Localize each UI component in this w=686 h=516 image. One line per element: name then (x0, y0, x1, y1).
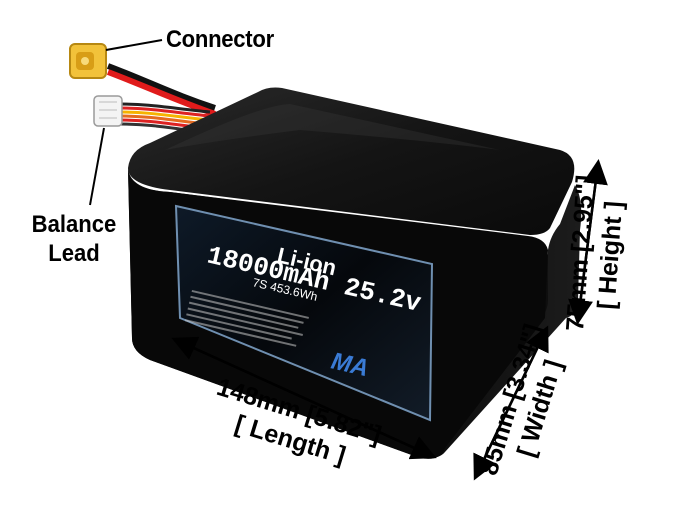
connector-callout-line (105, 39, 163, 51)
balance-lead-line-1: Balance (31, 211, 117, 238)
wire-bundle (106, 63, 216, 134)
xt-connector (69, 43, 107, 79)
balance-plug (93, 95, 123, 127)
connector-label: Connector (166, 26, 274, 53)
balance-callout-line (89, 127, 105, 206)
balance-lead-line-2: Lead (48, 240, 100, 267)
dimension-arrows (171, 159, 608, 481)
balance-lead-label: Balance Lead (28, 210, 120, 268)
battery-label: Li-ion 18000mAh 25.2v 7S 453.6Wh MA (174, 204, 434, 422)
height-dimension-label: 75mm [2.95"] [ Height ] (560, 174, 631, 334)
label-fine-print (184, 289, 309, 347)
